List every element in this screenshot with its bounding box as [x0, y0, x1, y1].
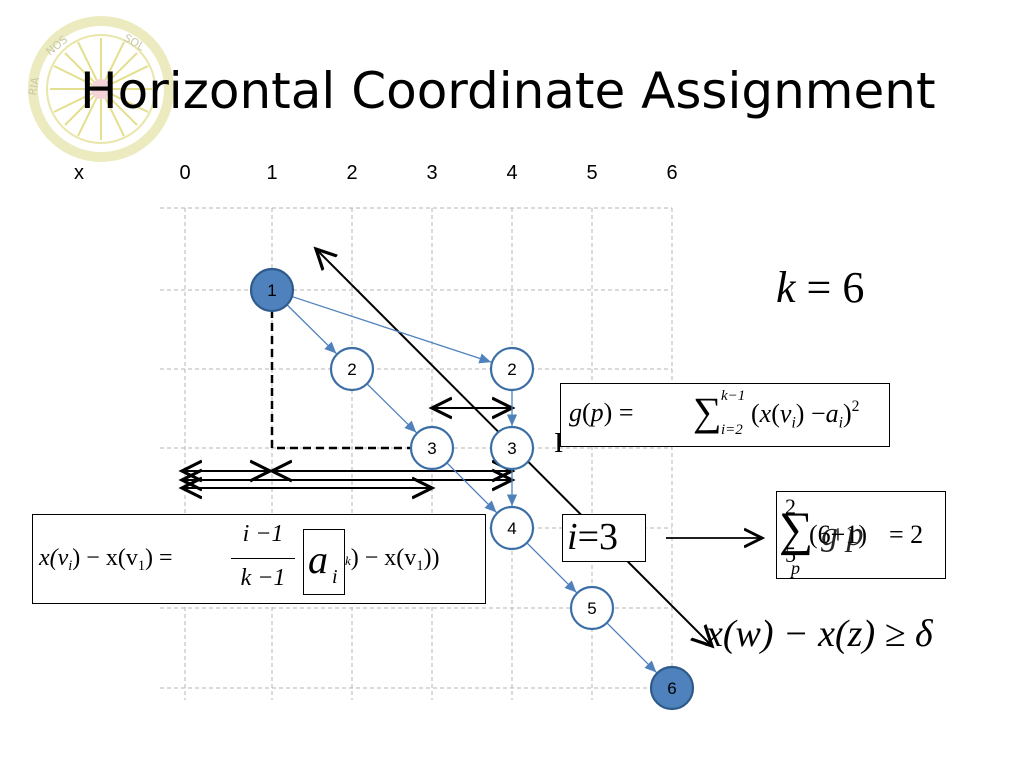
graph-edge-n5-n6 — [606, 622, 657, 673]
axis-tick-2: 2 — [346, 162, 358, 184]
graph-node-n5: 5 — [569, 585, 615, 631]
sum-box-symbol: ∑ — [779, 503, 814, 556]
sum-box-overlay: g p — [821, 516, 864, 553]
index-box: i=3 — [562, 514, 646, 562]
sum-box-eq: = 2 — [889, 520, 924, 549]
xv-tail-sub: 1 — [416, 558, 424, 575]
xv-k-sub: k — [345, 553, 351, 568]
g-arg: p — [590, 398, 604, 427]
k-value: 6 — [842, 263, 865, 312]
sum-box-upper: 2 — [785, 494, 796, 519]
graph-node-circle — [489, 425, 535, 471]
k-equals: = — [806, 263, 832, 312]
graph-node-n2b: 2 — [489, 346, 535, 392]
graph-node-label: 6 — [667, 679, 676, 698]
i-symbol: i — [567, 516, 578, 558]
i-value: 3 — [599, 516, 618, 558]
graph-edge-n1-n2a — [286, 304, 337, 355]
graph-node-label: 1 — [267, 281, 276, 300]
xv-a: a — [308, 537, 328, 582]
g-body-a: a — [825, 398, 839, 428]
graph-nodes: 1 2 2 3 3 4 5 6 — [249, 267, 695, 711]
graph-node-circle — [249, 267, 295, 313]
cut-label: I — [554, 428, 564, 459]
i-equals: = — [577, 516, 599, 558]
g-body-minus: − — [810, 398, 826, 428]
xv-tail: ) − x(v — [350, 545, 417, 571]
graph-edge-n1-n2b — [291, 295, 492, 364]
graph-node-circle — [569, 585, 615, 631]
sum-box-lower: 5 — [785, 542, 796, 567]
graph-edge-n4-n5 — [526, 542, 577, 593]
dashed-offset-path — [270, 310, 410, 450]
graph-node-circle — [329, 346, 375, 392]
graph-node-circle — [489, 505, 535, 551]
xv-eq: ) = — [145, 545, 173, 571]
sum-box-sub: p — [791, 558, 800, 578]
graph-node-n2a: 2 — [329, 346, 375, 392]
xv-tail-close: )) — [423, 545, 440, 571]
axis-tick-3: 3 — [426, 162, 438, 184]
g-sum-upper: k−1 — [721, 388, 746, 404]
university-seal-logo: NOS SOL RIA — [28, 16, 174, 162]
axis-tick-5: 5 — [586, 162, 598, 184]
xv-lhs: x(v — [39, 545, 69, 571]
graph-edges — [286, 295, 657, 673]
graph-node-n4: 4 — [489, 505, 535, 551]
separation-constraint: x(w) − x(z) ≥ δ — [706, 613, 933, 655]
graph-node-label: 5 — [587, 599, 596, 618]
g-sum-lower: i=2 — [721, 422, 743, 438]
graph-node-circle — [409, 425, 455, 471]
axis-tick-4: 4 — [506, 162, 518, 184]
graph-node-n3a: 3 — [409, 425, 455, 471]
xv-lhs-sub: i — [68, 558, 73, 575]
k-formula: k = 6 — [776, 262, 864, 313]
graph-edge-n2a-n3a — [366, 383, 417, 434]
g-sum-symbol: ∑ — [693, 389, 722, 434]
axis-tick-0: 0 — [179, 162, 191, 184]
svg-text:RIA: RIA — [28, 76, 42, 97]
cost-function-box: g(p) = ∑ k−1 i=2 (x(vi) −ai)2 — [560, 383, 890, 447]
graph-edge-n3a-n4 — [446, 462, 497, 513]
graph-node-label: 3 — [507, 439, 516, 458]
g-fn: g — [569, 398, 582, 427]
xv-a-sub: i — [332, 566, 338, 588]
slide-title: Horizontal Coordinate Assignment — [80, 62, 936, 120]
graph-node-n1: 1 — [249, 267, 295, 313]
graph-node-label: 3 — [427, 439, 436, 458]
xv-denominator: k −1 — [240, 565, 286, 591]
axis-tick-6: 6 — [666, 162, 678, 184]
axis-tick-1: 1 — [266, 162, 278, 184]
sum-box: 2 ∑ 5 p (6+1) g p = 2 — [776, 491, 946, 579]
graph-node-label: 2 — [507, 360, 516, 379]
g-body-x: x — [759, 398, 772, 428]
xv-mid: ) − x(v — [72, 545, 138, 571]
graph-node-label: 4 — [507, 519, 516, 538]
sum-box-text: (6+1) — [809, 520, 867, 549]
xv-numerator: i −1 — [242, 521, 284, 547]
graph-node-label: 2 — [347, 360, 356, 379]
graph-node-n3b: 3 — [489, 425, 535, 471]
graph-node-circle — [489, 346, 535, 392]
g-body-v: v — [779, 398, 792, 428]
axis-variable-label: x — [74, 162, 84, 184]
k-symbol: k — [776, 263, 796, 312]
xv-mid-sub: 1 — [137, 558, 146, 575]
graph-node-circle — [649, 665, 695, 711]
g-body-i: i — [791, 414, 796, 432]
graph-node-n6: 6 — [649, 665, 695, 711]
g-power: 2 — [851, 398, 860, 415]
